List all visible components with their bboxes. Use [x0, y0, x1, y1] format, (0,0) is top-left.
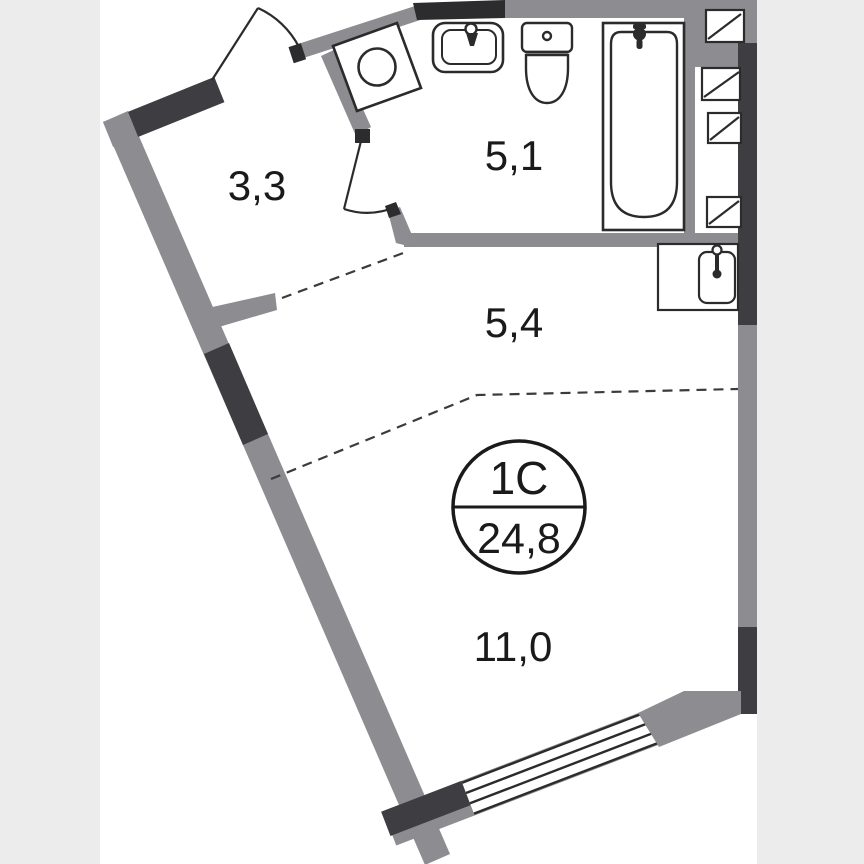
- washing-machine-icon: [331, 21, 423, 113]
- vent-shaft-icon: [700, 66, 742, 102]
- bathtub-faucet: [633, 24, 646, 49]
- sink-faucet: [466, 33, 478, 46]
- room-label-bathroom: 5,1: [485, 132, 543, 179]
- zone-dividers: [270, 250, 739, 481]
- wall-top-black: [413, 0, 505, 20]
- room-label-hallway: 3,3: [228, 162, 286, 209]
- entrance-door: [211, 6, 300, 81]
- wall-right-gray: [738, 325, 760, 627]
- divider-hallway-corridor: [281, 250, 407, 300]
- wall-left-dark-segment: [204, 343, 268, 445]
- wall-bathtub-right: [684, 67, 695, 233]
- wall-right-dark-upper: [738, 43, 760, 325]
- entrance-door-leaf: [211, 7, 259, 81]
- wall-bottom: [381, 700, 678, 846]
- wall-niche-top: [288, 5, 420, 64]
- unit-badge: 1С 24,8: [451, 439, 587, 575]
- vent-shaft-icon: [705, 195, 743, 229]
- entrance-door-swing-arc: [257, 6, 300, 48]
- bathroom-door-leaf: [342, 140, 363, 210]
- kitchen-sink-counter: [656, 242, 740, 312]
- divider-corridor-living: [270, 387, 739, 481]
- bathroom-door-swing-arc: [343, 207, 391, 214]
- margin-right: [757, 0, 864, 864]
- vent-shaft-icon: [706, 111, 743, 145]
- wall-corner-bottom-right: [638, 691, 741, 747]
- vent-shaft-icon: [704, 8, 746, 44]
- wall-right-dark-lower: [738, 627, 760, 714]
- unit-type-label: 1С: [490, 452, 549, 504]
- bathroom-door-jamb-top: [355, 129, 370, 143]
- bathtub-icon: [601, 21, 686, 232]
- wall-bottom-dark-segment: [381, 780, 471, 836]
- wall-top-left: [102, 77, 225, 148]
- ventilation-shafts: [700, 8, 746, 229]
- wall-stub-hallway: [190, 293, 277, 329]
- wall-niche-left: [321, 49, 371, 136]
- room-label-living-room: 11,0: [474, 623, 553, 670]
- bathroom-door: [342, 140, 391, 214]
- kitchen-faucet: [711, 244, 723, 279]
- window-bottom: [461, 700, 678, 815]
- bathroom-sink-icon: [431, 21, 505, 74]
- toilet-icon: [520, 21, 574, 105]
- unit-total-area: 24,8: [477, 515, 561, 563]
- bathroom-door-jamb-bottom: [385, 202, 401, 218]
- room-label-kitchen-corridor: 5,4: [485, 299, 543, 346]
- wall-left: [103, 111, 450, 864]
- wall-wedge-door: [388, 207, 412, 247]
- margin-left: [0, 0, 100, 864]
